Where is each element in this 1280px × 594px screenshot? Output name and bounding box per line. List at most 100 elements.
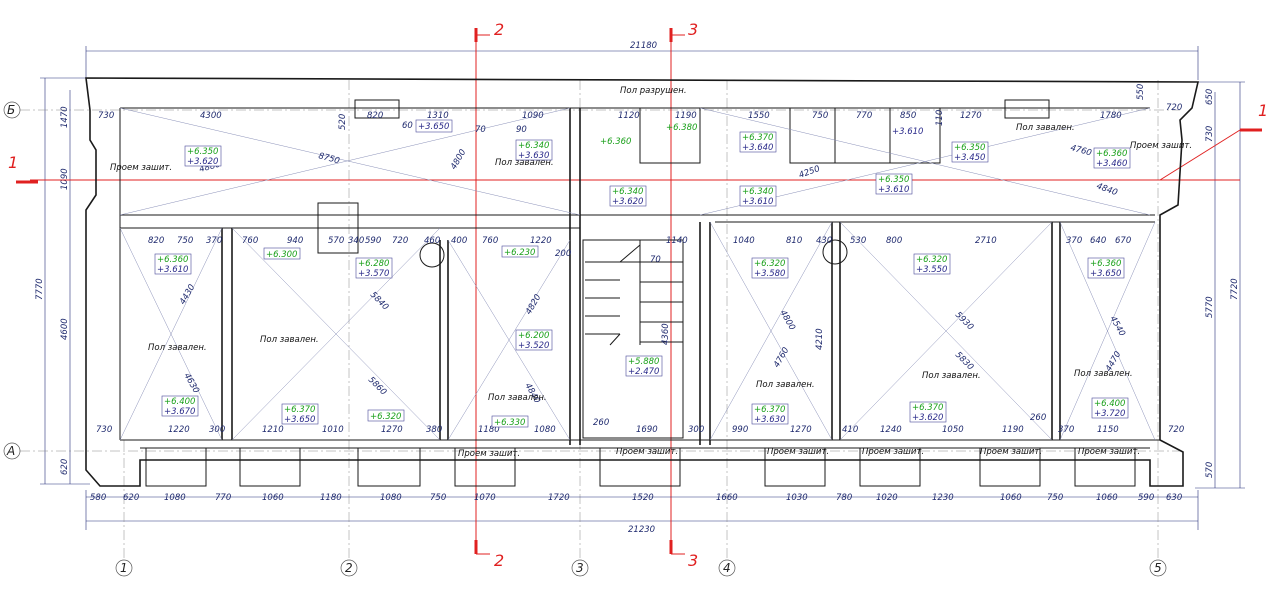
svg-text:1520: 1520: [632, 493, 654, 503]
svg-text:430: 430: [816, 236, 832, 246]
svg-text:1050: 1050: [942, 425, 964, 435]
axis-bubble-1: 1: [115, 559, 133, 577]
svg-text:+2.470: +2.470: [628, 367, 659, 377]
svg-text:1010: 1010: [322, 425, 344, 435]
svg-text:1270: 1270: [381, 425, 403, 435]
section-2-bottom: 2: [494, 551, 504, 570]
svg-text:+3.610: +3.610: [157, 265, 188, 275]
svg-text:520: 520: [338, 114, 348, 130]
note-pol-zavalen-2: Пол завален.: [1016, 123, 1075, 133]
svg-text:1780: 1780: [1100, 111, 1122, 121]
svg-text:Б: Б: [7, 103, 15, 117]
svg-text:60: 60: [402, 121, 413, 131]
axis-bubble-3: 3: [571, 559, 589, 577]
left-chain-3: 620: [60, 459, 70, 475]
svg-text:+3.580: +3.580: [754, 269, 785, 279]
svg-text:780: 780: [836, 493, 852, 503]
svg-text:1220: 1220: [530, 236, 552, 246]
svg-text:4820: 4820: [524, 293, 543, 317]
svg-text:+6.300: +6.300: [266, 250, 297, 260]
diagonals: [119, 107, 1156, 441]
svg-text:820: 820: [148, 236, 164, 246]
note-pol-zavalen-5: Пол завален.: [488, 393, 547, 403]
section-1-left: 1: [8, 153, 18, 172]
level-marker: +6.370+3.620: [909, 401, 947, 423]
left-chain-0: 1470: [60, 106, 70, 128]
svg-text:+3.670: +3.670: [164, 407, 195, 417]
svg-text:1190: 1190: [675, 111, 697, 121]
svg-text:770: 770: [856, 111, 872, 121]
svg-text:370: 370: [206, 236, 222, 246]
svg-text:1230: 1230: [932, 493, 954, 503]
svg-text:5860: 5860: [366, 375, 388, 397]
grid-axes: 1 2 3 4 5 Б А: [3, 80, 1180, 577]
level-marker: +6.400+3.720: [1091, 397, 1129, 419]
svg-text:260: 260: [593, 418, 609, 428]
svg-text:620: 620: [123, 493, 139, 503]
overall-dimensions: 21180 21230 7770 7720 1470 1090 4600 620…: [35, 41, 1245, 535]
level-marker: +3.650: [415, 119, 453, 133]
svg-text:750: 750: [812, 111, 828, 121]
svg-text:+3.570: +3.570: [358, 269, 389, 279]
svg-text:+3.650: +3.650: [418, 122, 449, 132]
note-proem-left: Проем зашит.: [110, 163, 172, 173]
svg-text:750: 750: [1047, 493, 1063, 503]
svg-text:1310: 1310: [427, 111, 449, 121]
level-marker: +6.340+3.620: [609, 185, 647, 207]
svg-text:+3.620: +3.620: [612, 197, 643, 207]
level-marker: +6.320+3.580: [751, 257, 789, 279]
svg-text:4300: 4300: [200, 111, 222, 121]
level-marker: +6.280+3.570: [355, 257, 393, 279]
svg-text:300: 300: [688, 425, 704, 435]
svg-text:+6.400: +6.400: [164, 397, 195, 407]
svg-text:70: 70: [475, 125, 486, 135]
svg-text:1120: 1120: [618, 111, 640, 121]
axis-bubble-4: 4: [718, 559, 736, 577]
mid-row-dims: 820 750 370 760 940 570 340 590 720 460 …: [148, 236, 1131, 265]
svg-text:720: 720: [392, 236, 408, 246]
svg-text:1070: 1070: [474, 493, 496, 503]
svg-text:750: 750: [177, 236, 193, 246]
svg-text:+6.340: +6.340: [742, 187, 773, 197]
svg-text:1020: 1020: [876, 493, 898, 503]
section-3-bottom: 3: [688, 551, 698, 570]
note-pol-zavalen-7: Пол завален.: [922, 371, 981, 381]
svg-text:+6.370: +6.370: [754, 405, 785, 415]
level-marker: +6.320+3.550: [913, 253, 951, 275]
axis-bubble-b: Б: [3, 101, 21, 119]
svg-text:640: 640: [1090, 236, 1106, 246]
svg-text:1080: 1080: [164, 493, 186, 503]
note-proem-bottom-3: Проем зашит.: [767, 447, 829, 457]
svg-text:5: 5: [1154, 561, 1162, 575]
svg-text:1: 1: [120, 561, 128, 575]
svg-text:670: 670: [1115, 236, 1131, 246]
svg-text:+3.620: +3.620: [187, 157, 218, 167]
svg-text:1550: 1550: [748, 111, 770, 121]
section-2-top: 2: [494, 20, 504, 39]
right-chain-2: 5770: [1205, 296, 1215, 318]
svg-text:1270: 1270: [790, 425, 812, 435]
svg-text:730: 730: [96, 425, 112, 435]
svg-text:200: 200: [555, 249, 571, 259]
svg-text:1190: 1190: [1002, 425, 1024, 435]
level-marker: +5.880+2.470: [625, 355, 663, 377]
level-marker: +6.300: [263, 247, 301, 260]
svg-text:1090: 1090: [522, 111, 544, 121]
svg-text:4540: 4540: [1107, 315, 1126, 339]
svg-text:1660: 1660: [716, 493, 738, 503]
svg-text:730: 730: [98, 111, 114, 121]
svg-text:5830: 5830: [953, 350, 975, 372]
svg-text:810: 810: [786, 236, 802, 246]
svg-text:4760: 4760: [772, 346, 791, 370]
svg-text:+6.280: +6.280: [358, 259, 389, 269]
svg-text:+3.720: +3.720: [1094, 409, 1125, 419]
svg-text:110: 110: [935, 110, 945, 126]
svg-text:1690: 1690: [636, 425, 658, 435]
svg-text:530: 530: [850, 236, 866, 246]
overall-left-dim: 7770: [35, 278, 45, 300]
note-proem-bottom-4: Проем зашит.: [862, 447, 924, 457]
axis-bubble-2: 2: [340, 559, 358, 577]
svg-text:4430: 4430: [178, 283, 197, 307]
level-marker: +6.340+3.610: [739, 185, 777, 207]
svg-text:+6.230: +6.230: [504, 248, 535, 258]
